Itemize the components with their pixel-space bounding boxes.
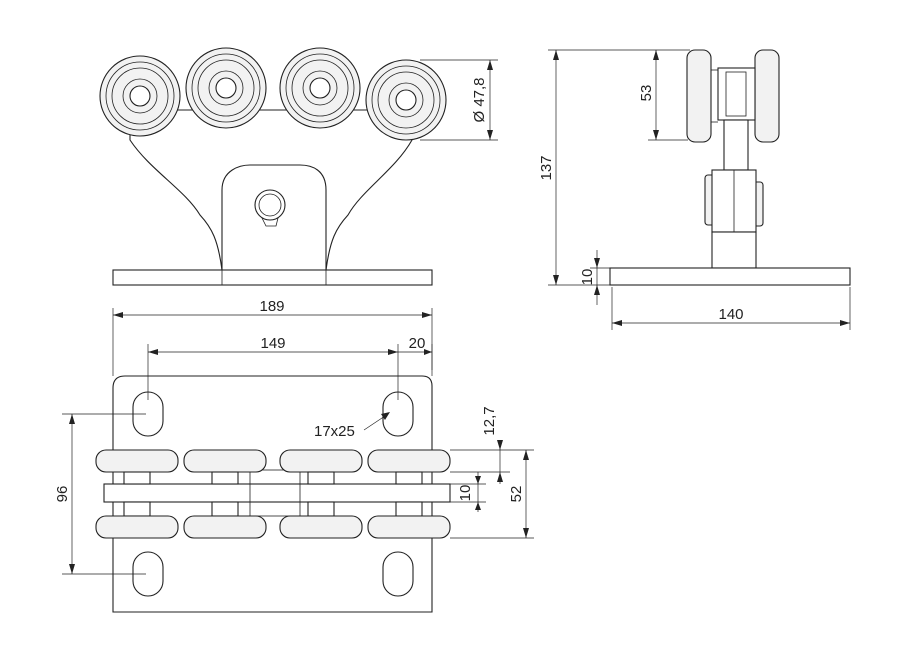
plate-width-label: 140	[718, 306, 743, 323]
side-height-dimension: 137	[538, 49, 690, 286]
front-roller-4	[365, 59, 447, 141]
front-circlip	[254, 189, 286, 221]
width-label: 96	[54, 486, 71, 503]
total-length-label: 189	[259, 298, 284, 315]
bottom-rollers-bottom	[95, 501, 451, 539]
side-plate-thickness-dimension: 10	[579, 250, 612, 305]
hole-spacing-dimension: 149	[147, 335, 399, 400]
side-hub	[711, 231, 757, 269]
front-roller-3	[279, 47, 361, 129]
side-roller-right	[754, 49, 780, 143]
front-view: Ø 47,8	[99, 47, 498, 286]
diameter-label: Ø 47,8	[471, 77, 488, 122]
side-plate-width-dimension: 140	[611, 287, 851, 330]
side-view: 137 53 10 140	[538, 49, 851, 330]
side-axle-block	[717, 67, 756, 121]
roller-span-label: 52	[508, 486, 525, 503]
center-bar	[103, 483, 451, 503]
roller-span-dimension: 52	[450, 449, 534, 539]
width-dimension: 96	[54, 413, 146, 575]
bottom-view: 189 149 20 17x25	[54, 298, 534, 613]
roller-offset-dimension: 12,7	[450, 406, 510, 484]
roller-height-label: 53	[638, 85, 655, 102]
edge-offset-label: 20	[409, 335, 426, 352]
front-roller-1	[99, 55, 181, 137]
hole-spacing-label: 149	[260, 335, 285, 352]
front-base-plate	[112, 269, 433, 286]
front-diameter-dimension: Ø 47,8	[420, 59, 498, 141]
side-stem	[723, 119, 749, 171]
height-label: 137	[538, 155, 555, 180]
slot-size-label: 17x25	[314, 423, 355, 440]
edge-offset-dimension: 20	[398, 335, 433, 370]
slot-bottom-right	[382, 551, 414, 597]
bar-dimension: 10	[450, 472, 486, 512]
total-length-dimension: 189	[112, 298, 433, 376]
side-roller-dimension: 53	[638, 50, 688, 141]
plate-thickness-label: 10	[579, 269, 596, 286]
bottom-rollers-top	[95, 449, 451, 485]
slot-leader: 17x25	[314, 412, 390, 440]
roller-offset-label: 12,7	[481, 406, 498, 435]
side-roller-left	[686, 49, 712, 143]
front-roller-2	[185, 47, 267, 129]
bar-label: 10	[457, 485, 474, 502]
side-base-plate	[609, 267, 851, 286]
